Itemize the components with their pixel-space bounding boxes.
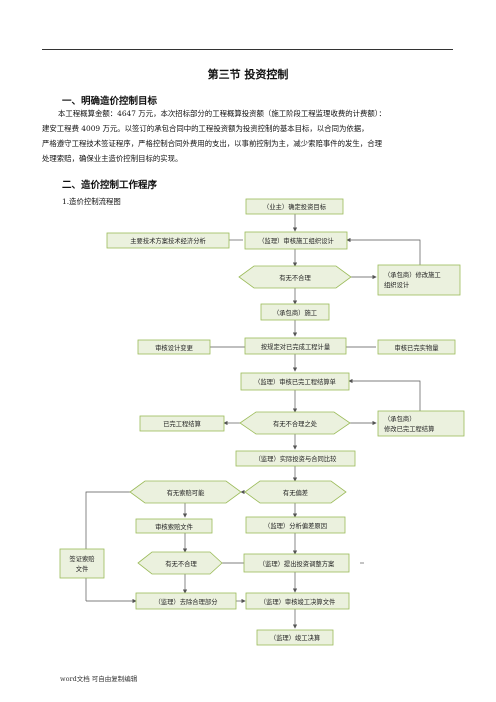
node-label: 审核设计变更: [155, 343, 193, 352]
decision-claim-possible: 有无索赔可能: [129, 480, 242, 504]
node-label: （承包商）修改施工: [384, 270, 441, 279]
node-label: （监理）竣工决算: [270, 633, 320, 642]
node-final-accounts: （监理）竣工决算: [256, 629, 334, 646]
node-label: 主要技术方案技术经济分析: [130, 236, 206, 245]
node-tech-analysis: 主要技术方案技术经济分析: [106, 232, 230, 249]
node-label: （监理）审核竣工决算文件: [260, 597, 336, 606]
node-remove-reasonable: （监理）去除合理部分: [135, 592, 237, 610]
section-title: 第三节 投资控制: [207, 68, 289, 81]
node-label: 组织设计: [384, 280, 410, 289]
node-label: （承包商）施工: [273, 308, 317, 317]
node-label: 有无不合理: [165, 559, 197, 568]
node-label: （监理）审核已完工程结算单: [254, 377, 336, 386]
node-label: （业主）确定投资目标: [263, 202, 327, 211]
paragraph-line: 建安工程费 4009 万元。以签订的承包合同中的工程投资额为投资控制的基本目标，…: [42, 124, 369, 133]
node-sign-claim-docs: 签证索赔 文件: [59, 548, 105, 579]
node-label: （监理）实际投资与合同比较: [255, 454, 338, 463]
node-measure-completed-work: 按规定对已完成工程计量: [244, 337, 347, 355]
footer-note: word文档 可自由复制编辑: [60, 675, 138, 683]
node-label: 有无偏差: [283, 488, 308, 497]
decision-unreasonable-3: 有无不合理: [137, 551, 223, 575]
node-contractor-construction: （承包商）施工: [260, 303, 330, 321]
node-contractor-revise-settlement: （承包商） 修改已完工程结算: [377, 410, 465, 437]
decision-unreasonable-1: 有无不合理: [238, 265, 352, 289]
node-label: 有无不合理之处: [273, 419, 318, 428]
node-label: （承包商）: [384, 414, 415, 423]
node-analyze-deviation: （监理）分析偏差原因: [245, 516, 346, 534]
node-label: 审核索赔文件: [155, 522, 193, 531]
node-label: 文件: [76, 564, 89, 573]
node-propose-adjustment: （监理）提出投资调整方案: [243, 553, 350, 573]
flow-connectors: [85, 214, 421, 629]
node-completed-settlement: 已完工程结算: [139, 415, 225, 432]
paragraph-line: 处理索赔，确保业主造价控制目标的实现。: [42, 154, 183, 163]
node-review-settlement: （监理）审核已完工程结算单: [240, 372, 350, 391]
decision-unreasonable-2: 有无不合理之处: [239, 411, 351, 435]
header-rule: [42, 49, 453, 50]
node-label: 有无不合理: [279, 273, 311, 282]
heading-cost-procedure: 二、造价控制工作程序: [62, 180, 158, 191]
node-label: 修改已完工程结算: [384, 424, 434, 433]
node-review-final-accounts: （监理）审核竣工决算文件: [245, 592, 350, 610]
decision-deviation: 有无偏差: [244, 480, 347, 504]
node-review-claim: 审核索赔文件: [135, 518, 213, 534]
node-contractor-revise-plan: （承包商）修改施工 组织设计: [377, 264, 461, 296]
node-compare-investment: （监理）实际投资与合同比较: [235, 450, 356, 467]
node-label: 签证索赔: [69, 554, 95, 563]
paragraph-line: 严格遵守工程技术签证程序，严格控制合同外费用的支出，以事前控制为主，减少索赔事件…: [42, 139, 382, 148]
node-label: （监理）审核施工组织设计: [258, 236, 334, 245]
node-review-design-change: 审核设计变更: [137, 339, 211, 355]
node-review-construction-plan: （监理）审核施工组织设计: [244, 231, 348, 250]
flowchart-subtitle: 1.造价控制流程图: [62, 197, 121, 206]
node-label: 已完工程结算: [163, 419, 201, 428]
heading-cost-target: 一、明确造价控制目标: [62, 96, 158, 107]
node-label: （监理）提出投资调整方案: [259, 559, 335, 568]
node-label: （监理）分析偏差原因: [264, 521, 327, 530]
paragraph-line: 本工程概算金额：4647 万元，本次招标部分的工程概算投资额（施工阶段工程监理收…: [58, 109, 386, 118]
node-label: 审核已完实物量: [394, 343, 439, 352]
node-label: 按规定对已完成工程计量: [261, 342, 331, 351]
node-review-quantities: 审核已完实物量: [377, 339, 456, 355]
node-owner-target: （业主）确定投资目标: [245, 198, 344, 215]
paragraph-cost-target: 本工程概算金额：4647 万元，本次招标部分的工程概算投资额（施工阶段工程监理收…: [42, 106, 457, 166]
node-label: （监理）去除合理部分: [155, 597, 219, 606]
node-label: 有无索赔可能: [167, 488, 205, 497]
